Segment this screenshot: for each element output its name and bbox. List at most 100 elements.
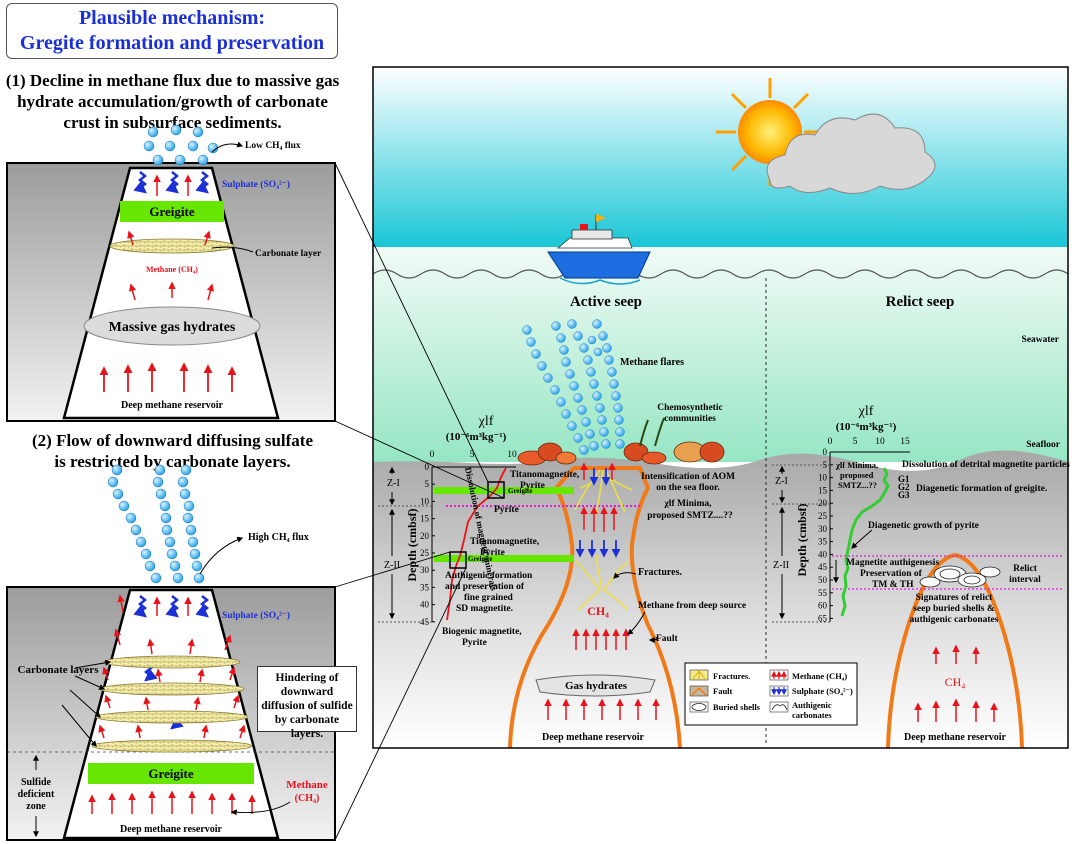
left-ytick-4: 20 (420, 531, 430, 541)
cloud-icon (766, 113, 936, 194)
relict-methane-arrows (914, 644, 998, 722)
panel-2-greigite-band (88, 763, 254, 784)
buried-shells (919, 565, 1001, 588)
legend-authigenic-1: Authigenic (792, 700, 832, 710)
right-dissolution-label: Dissolution of detrital magnetite partic… (902, 460, 1070, 470)
left-ytick-9: 45 (420, 617, 430, 627)
right-ytick-0: 0 (823, 447, 828, 457)
right-preservation-1: Preservation of (860, 569, 923, 579)
panel-1-methane-label: Methane (CH₄) (146, 265, 198, 274)
panel-1-sulphate-arrows (133, 171, 210, 194)
seafloor-label: Seafloor (1026, 440, 1061, 450)
right-xtick-0: 0 (828, 437, 833, 447)
left-ytick-8: 40 (420, 600, 430, 610)
right-ytick-6: 30 (818, 524, 828, 534)
panel-1-carbonate-pointer (211, 246, 254, 253)
left-greigite-tag-2: Greigite (468, 555, 492, 563)
relict-signatures-3: authigenic carbonates (910, 615, 999, 625)
right-g3-label: G3 (898, 490, 910, 500)
left-ytick-5: 25 (420, 548, 430, 558)
left-ytick-7: 35 (420, 582, 430, 592)
methane-flares-label: Methane flares (620, 357, 684, 368)
aom-label-1: Intensification of AOM (641, 472, 735, 482)
right-ytick-13: 65 (818, 613, 828, 623)
chemosynthetic-shells (517, 417, 725, 466)
relict-signatures-2: seep buried shells & (913, 604, 995, 614)
methane-deep-pointer (627, 611, 646, 635)
legend-methane: Methane (CH₄) (792, 671, 847, 681)
right-g1-label: G1 (898, 474, 910, 484)
left-authigenic-1: Authigenic formation (445, 571, 533, 581)
ship-icon (547, 214, 651, 285)
left-highlight-box-1 (487, 481, 505, 499)
hindering-box: Hindering of downward diffusion of sulfi… (257, 666, 357, 740)
left-titano-mid-1: Titanomagnetite, (470, 537, 540, 547)
fault-label: Fault (656, 634, 678, 644)
chemosynthetic-label-1: Chemosynthetic (657, 403, 722, 413)
left-xtick-1: 5 (470, 450, 475, 460)
left-biogenic-2: Pyrite (462, 638, 487, 648)
right-ylabel: Depth (cmbsf) (795, 504, 809, 577)
methane-deep-label: Methane from deep source (638, 601, 746, 611)
hindering-line-4: by carbonate layers. (274, 714, 340, 740)
statement-1: (1) Decline in methane flux due to massi… (0, 70, 345, 133)
right-ytick-12: 60 (818, 601, 828, 611)
right-magnetite-auth: Magnetite authigenesis (846, 558, 939, 568)
relict-ch4-label: CH₄ (945, 675, 966, 689)
seawater (373, 247, 1068, 462)
panel-1-red-arrows-top (153, 174, 192, 196)
panel-1: Low CH₄ flux Sulphate (SO₄²⁻) Greigite C… (6, 124, 336, 422)
gas-hydrates-label: Gas hydrates (565, 680, 628, 692)
left-xtick-0: 0 (430, 450, 435, 460)
panel-2-greigite-label: Greigite (148, 766, 193, 781)
hindering-line-3: diffusion of sulfide (261, 700, 353, 712)
title-line1: Plausible mechanism: (78, 7, 266, 29)
left-titano-mid-2: Pyrite (480, 548, 505, 558)
left-greigite-band-2 (434, 555, 574, 562)
legend-fractures: Fractures. (713, 671, 750, 681)
left-ytick-1: 5 (425, 479, 430, 489)
panel-1-red-arrows-mid (127, 230, 215, 301)
right-zone2-label: Z-II (773, 560, 789, 571)
fractures-pointer (613, 572, 637, 579)
xlf-minima-label-2: proposed SMTZ....?? (647, 511, 733, 521)
seawater-label: Seawater (1022, 335, 1060, 345)
left-authigenic-3: fine grained (464, 593, 514, 603)
low-flux-label: Low CH₄ flux (245, 141, 301, 151)
panel-1-carbonate-label: Carbonate layer (255, 249, 322, 259)
sulfide-zone-label-2: deficient (18, 789, 55, 800)
statement-1-line1: (1) Decline in methane flux due to massi… (5, 71, 340, 90)
legend-authigenic-2: carbonates (792, 710, 832, 720)
right-xlabel-1: χlf (858, 404, 874, 419)
active-seep-label: Active seep (570, 294, 642, 310)
left-authigenic-2: and preservation of (445, 582, 525, 592)
panel-2-methane-label: Methane (286, 779, 328, 791)
legend-buried-shells: Buried shells (713, 702, 761, 712)
legend-fault: Fault (713, 686, 733, 696)
panel-1-greigite-band (120, 201, 224, 222)
aom-label-2: on the sea floor. (656, 483, 720, 493)
gas-hydrates-lens (535, 674, 656, 697)
relict-seep-label: Relict seep (886, 294, 955, 310)
high-flux-arrow (199, 536, 244, 575)
left-ytick-3: 15 (420, 514, 430, 524)
active-seep-conduit (508, 466, 682, 749)
left-ytick-0: 0 (425, 462, 430, 472)
title-line2: Gregite formation and preservation (19, 32, 325, 54)
left-xtick-2: 10 (507, 450, 517, 460)
right-ytick-3: 15 (818, 485, 828, 495)
right-g2-label: G2 (898, 482, 910, 492)
hindering-line-1: Hindering of (275, 672, 339, 684)
low-flux-arrow (211, 141, 244, 153)
panel-1-gas-hydrates-label: Massive gas hydrates (109, 320, 236, 335)
left-titano-top-2: Pyrite (520, 481, 545, 491)
reservoir-left-label: Deep methane reservoir (542, 732, 645, 743)
right-ytick-9: 45 (818, 562, 828, 572)
right-profile: χlf (10⁻⁶m³kg⁻¹) 0 5 10 15 0510152025303… (772, 404, 1070, 623)
left-profile: χlf (10⁻⁶m³kg⁻¹) 0 5 10 0510152025303540… (378, 414, 580, 648)
sulfide-zone-label-1: Sulfide (21, 777, 52, 788)
right-ytick-8: 40 (818, 549, 828, 559)
right-diag-greigite-label: Diagenetic formation of greigite. (916, 484, 1047, 494)
